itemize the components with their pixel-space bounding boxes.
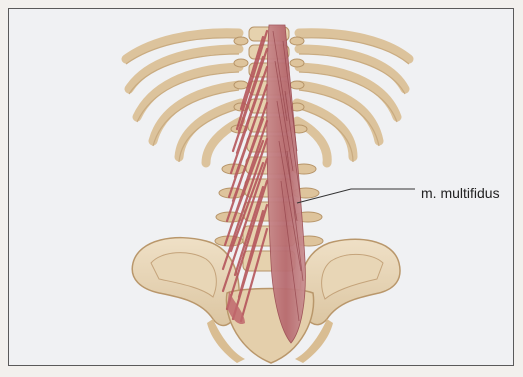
- multifidus-label: m. multifidus: [421, 185, 500, 201]
- right-ribs: [297, 33, 409, 163]
- figure-frame: m. multifidus: [8, 8, 514, 366]
- left-ribs: [126, 33, 241, 163]
